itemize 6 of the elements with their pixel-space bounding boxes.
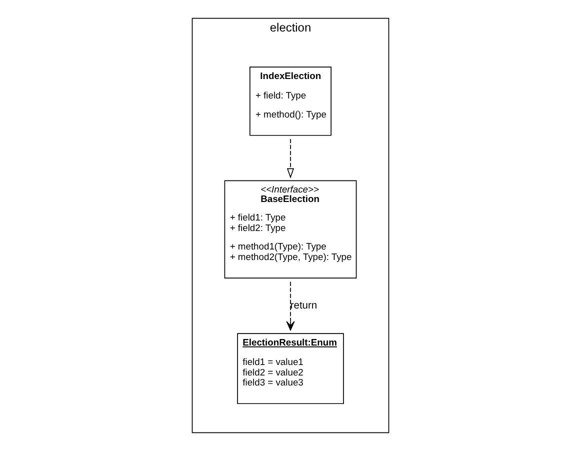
node-box: IndexElection + field: Type + method(): Type bbox=[250, 66, 332, 136]
arrow bbox=[286, 138, 294, 178]
node-box: ElectionResult:Enum field1 = value1 field2 = value2 field3 = value3 bbox=[237, 333, 344, 404]
node-box: <<Interface>> BaseElection + field1: Type + field2: Type + method1(Type): Type + method2(Type, Type): Type bbox=[224, 180, 357, 278]
edge-label: return bbox=[290, 300, 318, 312]
arrow bbox=[286, 281, 295, 330]
